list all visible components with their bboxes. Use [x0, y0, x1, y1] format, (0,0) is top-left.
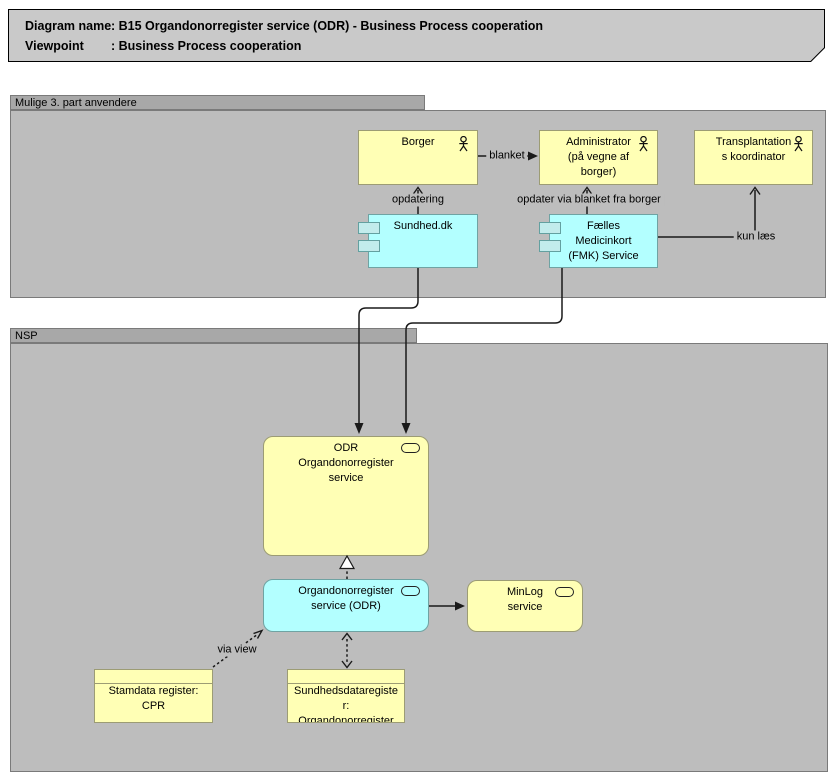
node-stamdata-cpr[interactable]: Stamdata register: CPR [94, 669, 213, 723]
business-actor-icon [459, 136, 468, 152]
edge-label-via-view[interactable]: via view [214, 643, 260, 657]
node-sundhed-label: Sundhed.dk [393, 220, 453, 232]
business-actor-icon [639, 136, 648, 152]
title-key: Diagram name [25, 19, 112, 33]
edge-label-blanket[interactable]: blanket [486, 149, 528, 163]
data-object-band-icon [95, 670, 212, 684]
title-key: Viewpoint [25, 39, 84, 53]
group-nsp-label: NSP [15, 330, 38, 342]
node-sundhedsdataregister[interactable]: Sundhedsdataregiste r: Organdonorregiste… [287, 669, 405, 723]
application-service-icon [555, 587, 574, 597]
diagram-title-note[interactable]: Diagram name : B15 Organdonorregister se… [8, 9, 825, 62]
edge-label-opdater[interactable]: opdater via blanket fra borger [514, 193, 664, 207]
title-value: : B15 Organdonorregister service (ODR) -… [111, 19, 544, 33]
node-transplantation-koordinator[interactable]: Transplantation s koordinator [694, 130, 813, 185]
component-ear-icon [358, 240, 380, 252]
node-minlog-label: MinLog service [506, 586, 544, 613]
node-fmk-service[interactable]: Fælles Medicinkort (FMK) Service [539, 214, 658, 268]
business-actor-icon [794, 136, 803, 152]
node-odr-app-service[interactable]: Organdonorregister service (ODR) [263, 579, 429, 632]
title-row-viewpoint: Viewpoint : Business Process cooperation [25, 36, 824, 56]
node-odr-app-label: Organdonorregister service (ODR) [298, 585, 394, 612]
group-third-party-label: Mulige 3. part anvendere [15, 97, 137, 109]
node-borger[interactable]: Borger [358, 130, 478, 185]
node-minlog-service[interactable]: MinLog service [467, 580, 583, 632]
component-ear-icon [358, 222, 380, 234]
node-sundhedsdataregister-label: Sundhedsdataregiste r: Organdonorregiste… [294, 685, 398, 723]
node-borger-label: Borger [401, 136, 435, 148]
node-odr-service[interactable]: ODR Organdonorregister service [263, 436, 429, 556]
application-service-icon [401, 443, 420, 453]
edge-label-opdatering[interactable]: opdatering [389, 193, 447, 207]
component-ear-icon [539, 222, 561, 234]
component-ear-icon [539, 240, 561, 252]
node-sundhed-dk[interactable]: Sundhed.dk [358, 214, 478, 268]
node-transplantation-label: Transplantation s koordinator [715, 136, 792, 163]
title-row-diagram-name: Diagram name : B15 Organdonorregister se… [25, 16, 824, 36]
title-value: : Business Process cooperation [111, 39, 302, 53]
data-object-band-icon [288, 670, 404, 684]
diagram-title-note-fill: Diagram name : B15 Organdonorregister se… [9, 10, 824, 61]
node-odr-label: ODR Organdonorregister service [298, 442, 394, 484]
node-fmk-label: Fælles Medicinkort (FMK) Service [568, 220, 639, 262]
node-administrator[interactable]: Administrator (på vegne af borger) [539, 130, 658, 185]
group-nsp-tab[interactable]: NSP [10, 328, 417, 343]
application-service-icon [401, 586, 420, 596]
node-administrator-label: Administrator (på vegne af borger) [566, 136, 631, 178]
group-third-party-tab[interactable]: Mulige 3. part anvendere [10, 95, 425, 110]
edge-label-kun-laes[interactable]: kun læs [733, 230, 779, 244]
node-stamdata-label: Stamdata register: CPR [108, 685, 199, 712]
